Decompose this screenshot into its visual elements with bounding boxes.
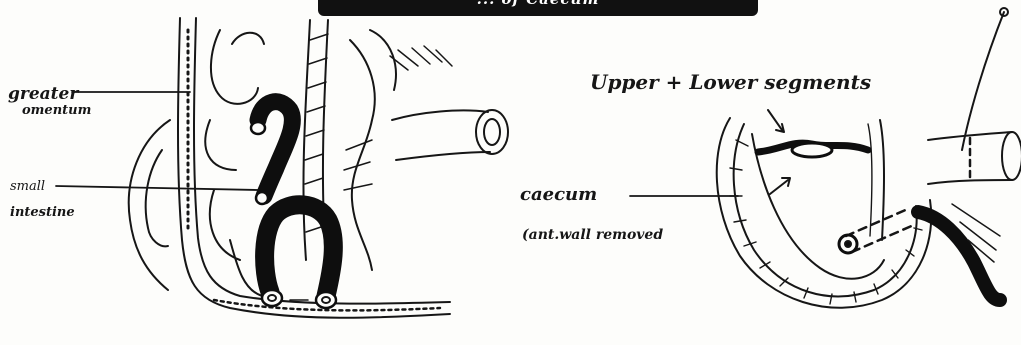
label-omentum: omentum — [22, 104, 91, 117]
label-intestine: intestine — [10, 206, 75, 219]
right-figure — [630, 8, 1021, 308]
label-upper-lower-segments: Upper + Lower segments — [590, 72, 871, 92]
label-small: small — [10, 180, 45, 193]
label-ant-wall-removed: (ant.wall removed — [522, 228, 663, 242]
left-figure — [56, 18, 508, 318]
label-caecum: caecum — [520, 186, 597, 204]
label-greater: greater — [8, 86, 78, 103]
